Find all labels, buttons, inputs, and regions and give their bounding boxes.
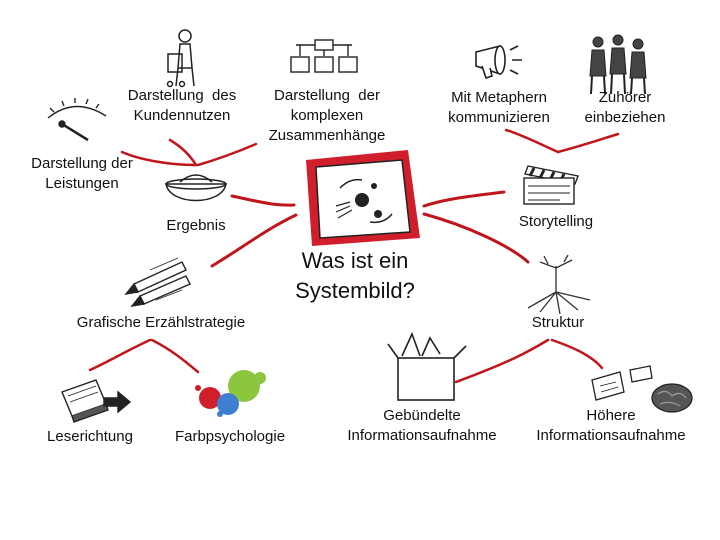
label-storytelling: Storytelling [496,212,616,232]
label-hoehere-line2: Informationsaufnahme [536,427,686,444]
connector-grafisch-farbpsychologie [150,338,200,374]
megaphone-icon [475,44,522,80]
label-kundennutzen-line1: Darstellung des [127,87,237,104]
label-storytelling-text: Storytelling [518,213,594,230]
speedometer-icon [47,98,107,142]
connector-ergebnis-leistungen [120,150,198,167]
connector-storytelling [422,190,506,208]
label-struktur-text: Struktur [531,314,585,331]
label-leistungen-line2: Leistungen [45,175,119,192]
label-zusammenhaenge-line3: Zusammenhänge [268,127,386,144]
label-zuhoerer-line2: einbeziehen [584,109,666,126]
connector-struktur-hoehere [550,338,604,370]
label-zusammenhaenge-line1: Darstellung der [274,87,380,104]
center-title-line2: Systembild? [295,278,415,303]
system-sketch-icon [306,150,420,246]
bowl-icon [165,174,227,202]
book-arrow-icon [61,379,132,423]
label-leistungen-line1: Darstellung der [31,155,133,172]
label-struktur: Struktur [508,313,608,333]
label-zusammenhaenge: Darstellung der komplexen Zusammenhänge [252,86,402,146]
tree-roots-icon [527,254,591,315]
books-brain-icon [591,365,693,413]
center-title-line1: Was ist ein [301,248,409,273]
label-kundennutzen-line2: Kundennutzen [133,107,231,124]
audience-icon [589,34,647,95]
connector-grafisch [210,213,298,268]
center-title: Was ist ein Systembild? [255,246,455,306]
label-leistungen: Darstellung der Leistungen [14,154,150,194]
open-box-icon [387,331,467,401]
label-leserichtung-text: Leserichtung [47,428,133,445]
label-zusammenhaenge-line2: komplexen [290,107,364,124]
pencils-icon [124,257,191,307]
label-grafisch-text: Grafische Erzählstrategie [76,314,246,331]
paint-splash-icon [195,370,266,417]
label-hoehere-line1: Höhere [586,407,636,424]
label-hoehere: Höhere Informationsaufnahme [518,406,704,446]
connector-struktur-gebuendelte [454,338,550,384]
label-zuhoerer: Zuhörer einbeziehen [570,88,680,128]
label-ergebnis-text: Ergebnis [166,217,226,234]
connector-grafisch-leserichtung [88,338,152,372]
connector-ergebnis [230,194,296,207]
label-kundennutzen: Darstellung des Kundennutzen [112,86,252,126]
label-gebuendelte: Gebündelte Informationsaufnahme [332,406,512,446]
clapperboard-icon [523,165,579,205]
connectors [88,128,620,384]
label-gebuendelte-line2: Informationsaufnahme [347,427,497,444]
connector-storytelling-metaphern [504,128,560,154]
label-farbpsychologie: Farbpsychologie [160,427,300,447]
label-metaphern: Mit Metaphern kommunizieren [434,88,564,128]
label-ergebnis: Ergebnis [148,216,244,236]
label-grafisch: Grafische Erzählstrategie [46,313,276,333]
label-metaphern-line1: Mit Metaphern [451,89,547,106]
label-gebuendelte-line1: Gebündelte [383,407,461,424]
connector-ergebnis-zusammenhaenge [196,142,258,167]
label-zuhoerer-line1: Zuhörer [598,89,652,106]
connector-storytelling-zuhoerer [556,132,620,154]
connector-struktur [422,212,530,264]
person-with-cart-icon [166,29,195,88]
label-farbpsychologie-text: Farbpsychologie [174,428,286,445]
flowchart-icon [290,39,358,73]
label-metaphern-line2: kommunizieren [448,109,550,126]
label-leserichtung: Leserichtung [30,427,150,447]
connector-ergebnis-kundennutzen [168,138,198,167]
